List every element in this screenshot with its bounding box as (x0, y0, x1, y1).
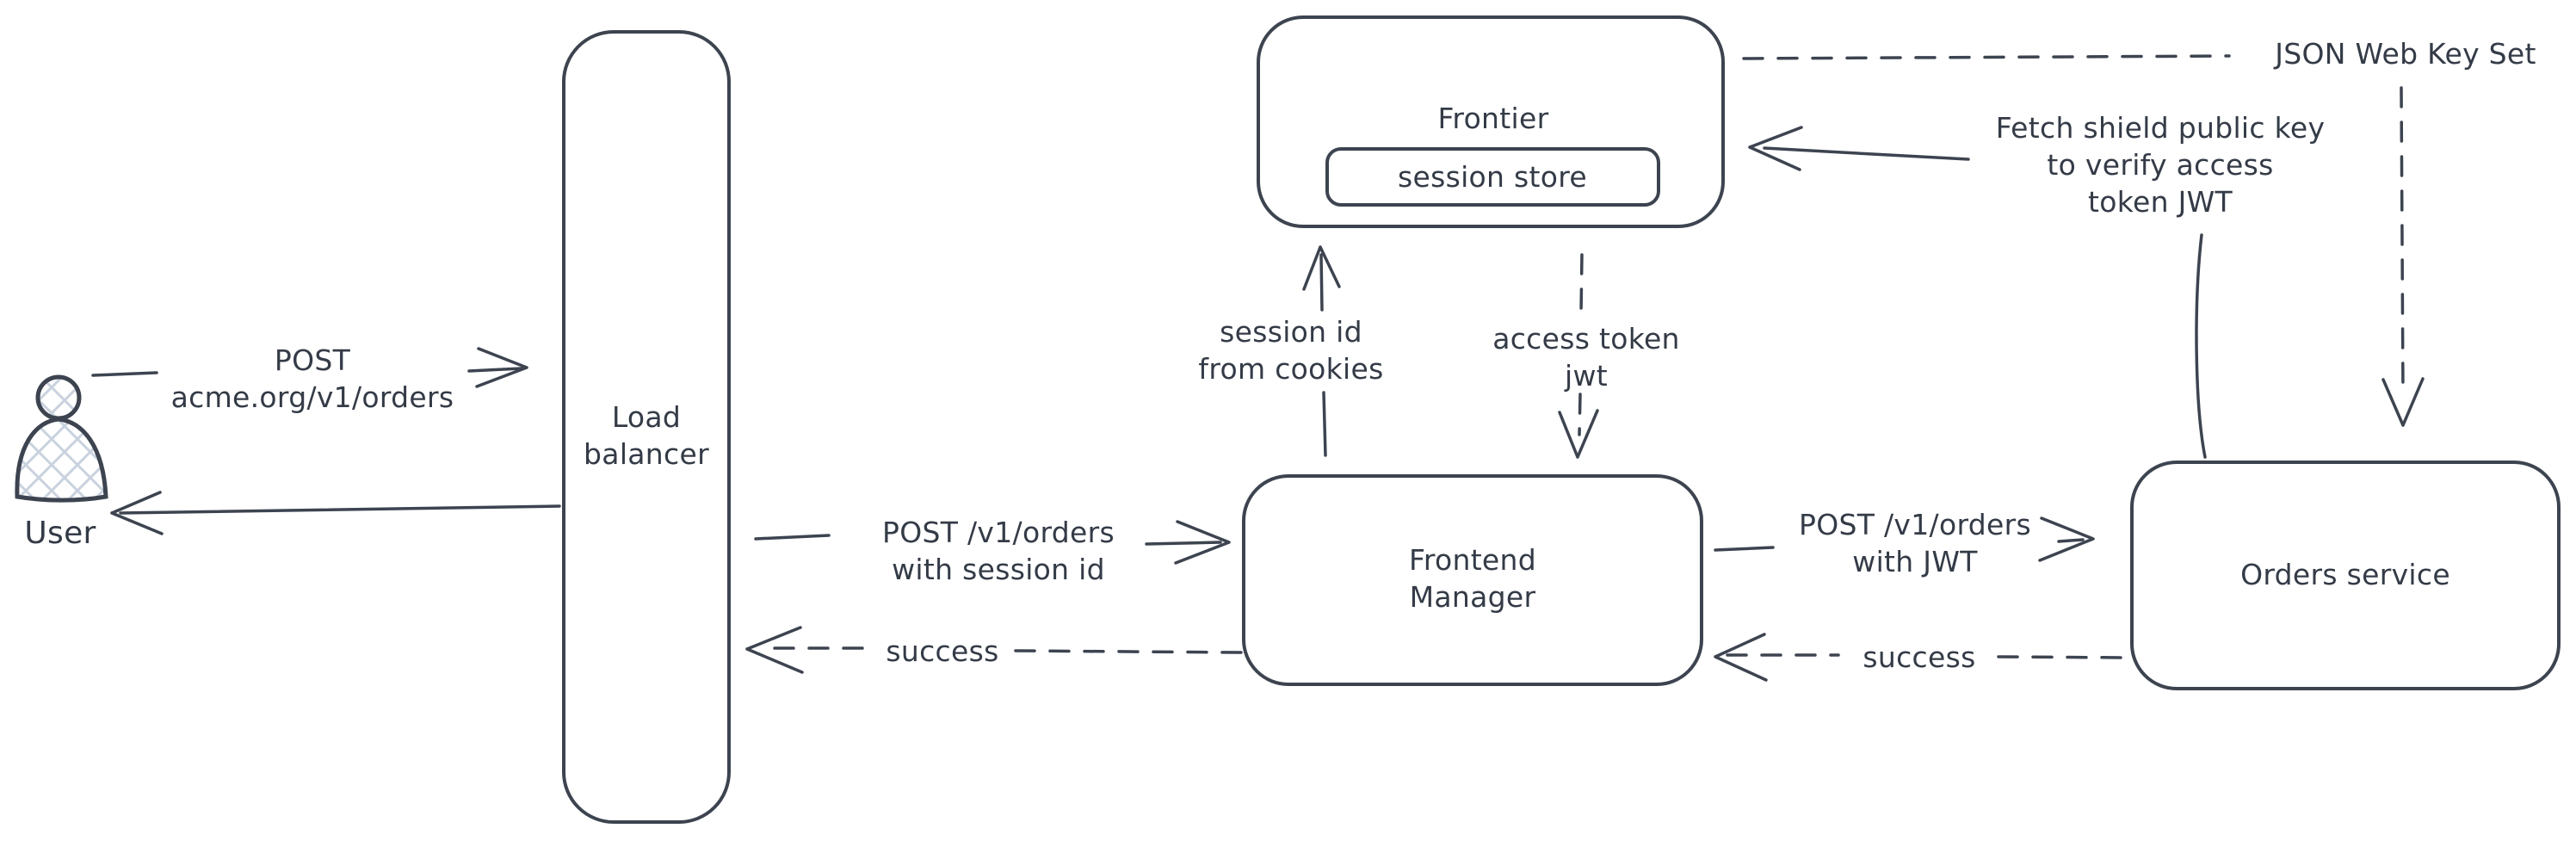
load-balancer-box (562, 30, 731, 824)
edge-label-post-session-id: POST /v1/orders with session id (882, 516, 1115, 586)
jwks-label: JSON Web Key Set (2275, 37, 2536, 71)
edge-fm-to-lb (745, 626, 1244, 674)
edge-label-session-id-cookies: session id from cookies (1198, 315, 1384, 386)
edge-label-success-right: success (1863, 640, 1976, 674)
edge-fm-to-frontier (1302, 245, 1341, 457)
frontend-manager-box (1242, 474, 1703, 686)
edge-fm-to-orders (1714, 516, 2095, 562)
load-balancer-label: Load balancer (584, 400, 709, 471)
edge-label-fetch-shield-key: Fetch shield public key to verify access… (1995, 111, 2326, 219)
edge-jwks-to-orders (2381, 86, 2425, 427)
edge-label-post-acme: POST acme.org/v1/orders (170, 343, 454, 414)
edge-lb-to-fm (754, 520, 1231, 565)
edge-orders-to-fm (1714, 633, 2128, 682)
orders-service-box (2130, 461, 2561, 690)
frontend-manager-label: Frontend Manager (1408, 543, 1537, 614)
session-store-box (1325, 147, 1660, 207)
edge-orders-to-frontier (1748, 126, 2207, 459)
user-figure-icon (15, 374, 108, 503)
edge-label-access-token-jwt: access token jwt (1492, 322, 1680, 393)
edge-frontier-to-fm (1558, 253, 1599, 459)
frontier-label: Frontier (1437, 102, 1549, 135)
edge-label-success-left: success (886, 634, 999, 668)
orders-service-label: Orders service (2240, 558, 2450, 591)
edge-label-post-jwt: POST /v1/orders with JWT (1799, 508, 2031, 578)
edge-user-to-lb (91, 347, 528, 388)
edge-frontier-to-jwks (1742, 54, 2231, 60)
edge-lb-to-user (110, 491, 561, 535)
session-store-label: session store (1397, 160, 1587, 194)
user-label: User (24, 516, 96, 551)
